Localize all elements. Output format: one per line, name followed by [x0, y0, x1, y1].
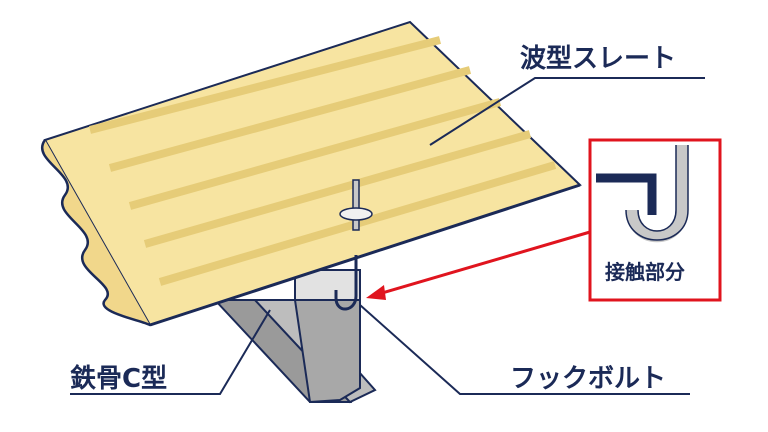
- contact-arrow: [366, 230, 591, 300]
- leader-steel: [70, 309, 271, 395]
- steel-c-beam: [212, 269, 377, 404]
- corrugated-slate-label: 波型スレート: [520, 44, 677, 74]
- hook-bolt-label: フックボルト: [510, 364, 667, 394]
- inset-hook-outline: [625, 145, 689, 241]
- slate-wavy-edge: [41, 139, 151, 327]
- inset-steel-flange: [596, 173, 657, 215]
- leader-bolt: [359, 304, 690, 395]
- corrugated-slate: [41, 20, 582, 327]
- slate-groove: [128, 98, 502, 210]
- inset-hook: [626, 145, 688, 243]
- slate-groove: [143, 130, 532, 248]
- contact-area-label: 接触部分: [605, 260, 685, 284]
- slate-front-edge: [149, 183, 581, 327]
- leader-slate: [429, 77, 705, 146]
- inset-hook-inner: [637, 145, 677, 232]
- bolt-shank: [352, 179, 360, 231]
- slate-groove: [108, 66, 472, 172]
- hook-bolt-closeup-icon: [588, 138, 722, 302]
- hook-bolt: [334, 179, 373, 311]
- bolt-washer: [339, 207, 373, 221]
- inset-frame: [588, 138, 722, 302]
- steel-c-beam-label: 鉄骨C型: [70, 364, 168, 394]
- slate-groove: [89, 36, 441, 134]
- beam-side: [293, 299, 361, 404]
- bolt-hook: [334, 255, 358, 311]
